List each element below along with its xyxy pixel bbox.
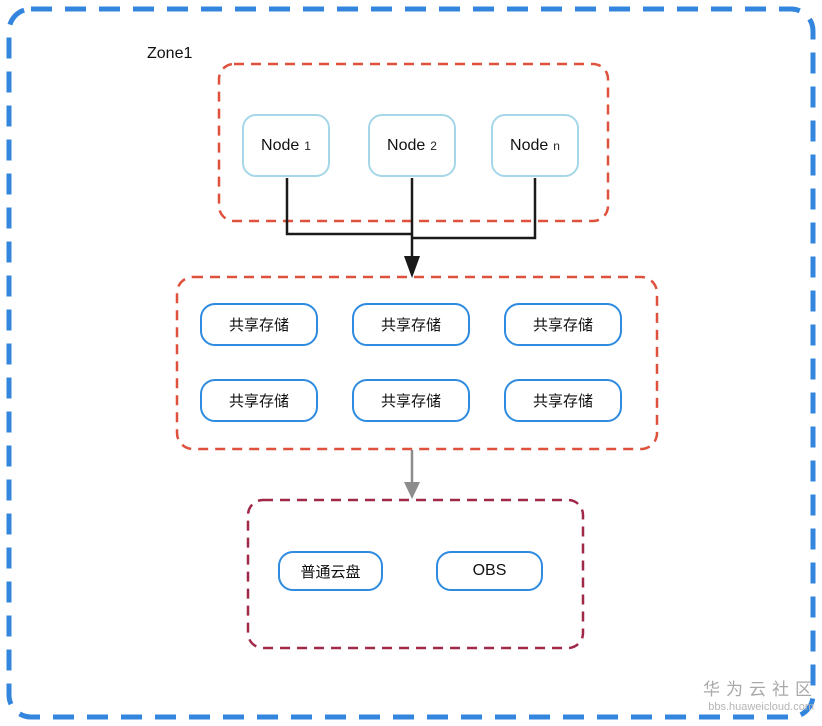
node-1-subscript: 1 <box>304 138 311 153</box>
node-2-label: Node <box>387 136 426 154</box>
node-n-box: Node n <box>491 114 579 177</box>
storage-section-border <box>175 275 659 451</box>
shared-storage-box-4: 共享存储 <box>200 379 318 422</box>
node-2-box: Node 2 <box>368 114 456 177</box>
shared-storage-label-2: 共享存储 <box>380 317 441 334</box>
cloud-disk-label: 普通云盘 <box>300 563 361 581</box>
watermark-title: 华为云社区 <box>703 680 818 699</box>
shared-storage-box-1: 共享存储 <box>200 303 318 346</box>
shared-storage-label-6: 共享存储 <box>532 393 593 410</box>
black-arrowhead-icon <box>404 256 420 278</box>
watermark-url: bbs.huaweicloud.com <box>708 700 814 713</box>
node-n-label: Node <box>510 136 549 154</box>
connector-noden-line <box>412 178 537 240</box>
node-2-subscript: 2 <box>430 138 437 153</box>
shared-storage-label-5: 共享存储 <box>380 393 441 410</box>
node-section-border <box>217 62 610 223</box>
cloud-disk-box: 普通云盘 <box>278 551 383 591</box>
node-1-box: Node 1 <box>242 114 330 177</box>
shared-storage-label-3: 共享存储 <box>532 317 593 334</box>
connector-node1-line <box>285 178 412 236</box>
shared-storage-box-6: 共享存储 <box>504 379 622 422</box>
shared-storage-box-2: 共享存储 <box>352 303 470 346</box>
shared-storage-label-4: 共享存储 <box>228 393 289 410</box>
shared-storage-label-1: 共享存储 <box>228 317 289 334</box>
outer-zone-border <box>6 6 816 720</box>
node-1-label: Node <box>261 136 300 154</box>
bottom-section-border <box>246 498 585 650</box>
obs-label: OBS <box>472 562 507 579</box>
watermark: 华为云社区 bbs.huaweicloud.com <box>703 680 814 713</box>
zone-label: Zone1 <box>147 45 193 62</box>
obs-box: OBS <box>436 551 543 591</box>
node-n-subscript: n <box>553 138 560 153</box>
shared-storage-box-5: 共享存储 <box>352 379 470 422</box>
gray-arrowhead-icon <box>404 482 420 499</box>
shared-storage-box-3: 共享存储 <box>504 303 622 346</box>
